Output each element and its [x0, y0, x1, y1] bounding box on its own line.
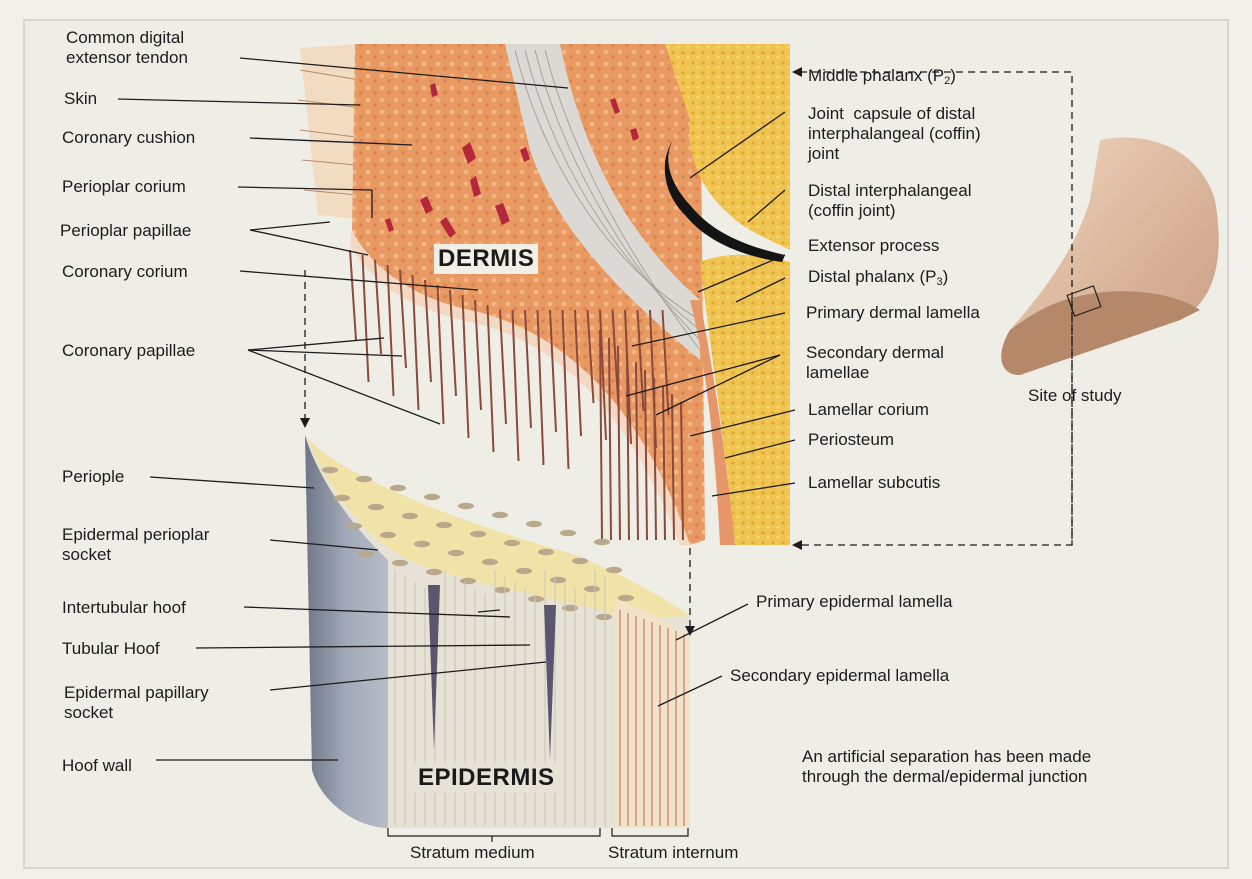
- label-perioplar-corium: Perioplar corium: [62, 177, 186, 197]
- perioplar-socket: [596, 614, 612, 620]
- label-extensor-process: Extensor process: [808, 236, 939, 256]
- label-lamellar-subcutis: Lamellar subcutis: [808, 473, 940, 493]
- perioplar-socket: [436, 522, 452, 528]
- label-epidermal-papillary-socket: Epidermal papillary socket: [64, 683, 209, 723]
- label-artificial-separation-note: An artificial separation has been made t…: [802, 747, 1091, 787]
- perioplar-socket: [334, 495, 350, 501]
- perioplar-socket: [356, 476, 372, 482]
- label-skin: Skin: [64, 89, 97, 109]
- perioplar-socket: [346, 523, 362, 529]
- perioplar-socket: [494, 587, 510, 593]
- perioplar-socket: [390, 485, 406, 491]
- perioplar-socket: [458, 503, 474, 509]
- label-coronary-corium: Coronary corium: [62, 262, 188, 282]
- perioplar-socket: [492, 512, 508, 518]
- perioplar-socket: [538, 549, 554, 555]
- perioplar-socket: [424, 494, 440, 500]
- label-lamellar-corium: Lamellar corium: [808, 400, 929, 420]
- label-stratum-medium: Stratum medium: [410, 843, 535, 863]
- perioplar-socket: [584, 586, 600, 592]
- perioplar-socket: [550, 577, 566, 583]
- perioplar-socket: [380, 532, 396, 538]
- label-distal-phalanx: Distal phalanx (P3): [808, 267, 948, 292]
- perioplar-socket: [606, 567, 622, 573]
- perioplar-socket: [414, 541, 430, 547]
- label-primary-epidermal-lamella: Primary epidermal lamella: [756, 592, 953, 612]
- label-distal-interphalangeal: Distal interphalangeal (coffin joint): [808, 181, 972, 221]
- perioplar-socket: [448, 550, 464, 556]
- perioplar-socket: [426, 569, 442, 575]
- perioplar-socket: [618, 595, 634, 601]
- perioplar-socket: [402, 513, 418, 519]
- perioplar-socket: [368, 504, 384, 510]
- label-coronary-papillae: Coronary papillae: [62, 341, 195, 361]
- perioplar-socket: [572, 558, 588, 564]
- perioplar-socket: [526, 521, 542, 527]
- label-coronary-cushion: Coronary cushion: [62, 128, 195, 148]
- label-periosteum: Periosteum: [808, 430, 894, 450]
- perioplar-socket: [562, 605, 578, 611]
- perioplar-socket: [470, 531, 486, 537]
- label-stratum-internum: Stratum internum: [608, 843, 738, 863]
- epidermis-title: EPIDERMIS: [414, 763, 559, 793]
- label-secondary-dermal-lamellae: Secondary dermal lamellae: [806, 343, 944, 383]
- perioplar-socket: [560, 530, 576, 536]
- label-periople: Periople: [62, 467, 124, 487]
- label-perioplar-papillae: Perioplar papillae: [60, 221, 191, 241]
- label-tubular-hoof: Tubular Hoof: [62, 639, 160, 659]
- perioplar-socket: [460, 578, 476, 584]
- perioplar-socket: [504, 540, 520, 546]
- label-joint-capsule: Joint capsule of distal interphalangeal …: [808, 104, 981, 164]
- perioplar-socket: [594, 539, 610, 545]
- label-middle-phalanx: Middle phalanx (P2): [808, 66, 956, 91]
- dermis-title: DERMIS: [434, 244, 538, 274]
- perioplar-socket: [392, 560, 408, 566]
- label-site-of-study: Site of study: [1028, 386, 1122, 406]
- perioplar-socket: [516, 568, 532, 574]
- label-primary-dermal-lamella: Primary dermal lamella: [806, 303, 980, 323]
- label-epidermal-perioplar-socket: Epidermal perioplar socket: [62, 525, 209, 565]
- label-secondary-epidermal-lamella: Secondary epidermal lamella: [730, 666, 949, 686]
- perioplar-socket: [528, 596, 544, 602]
- perioplar-socket: [322, 467, 338, 473]
- perioplar-socket: [358, 551, 374, 557]
- label-intertubular-hoof: Intertubular hoof: [62, 598, 186, 618]
- label-hoof-wall: Hoof wall: [62, 756, 132, 776]
- label-common-digital-extensor-tendon: Common digital extensor tendon: [66, 28, 188, 68]
- perioplar-socket: [482, 559, 498, 565]
